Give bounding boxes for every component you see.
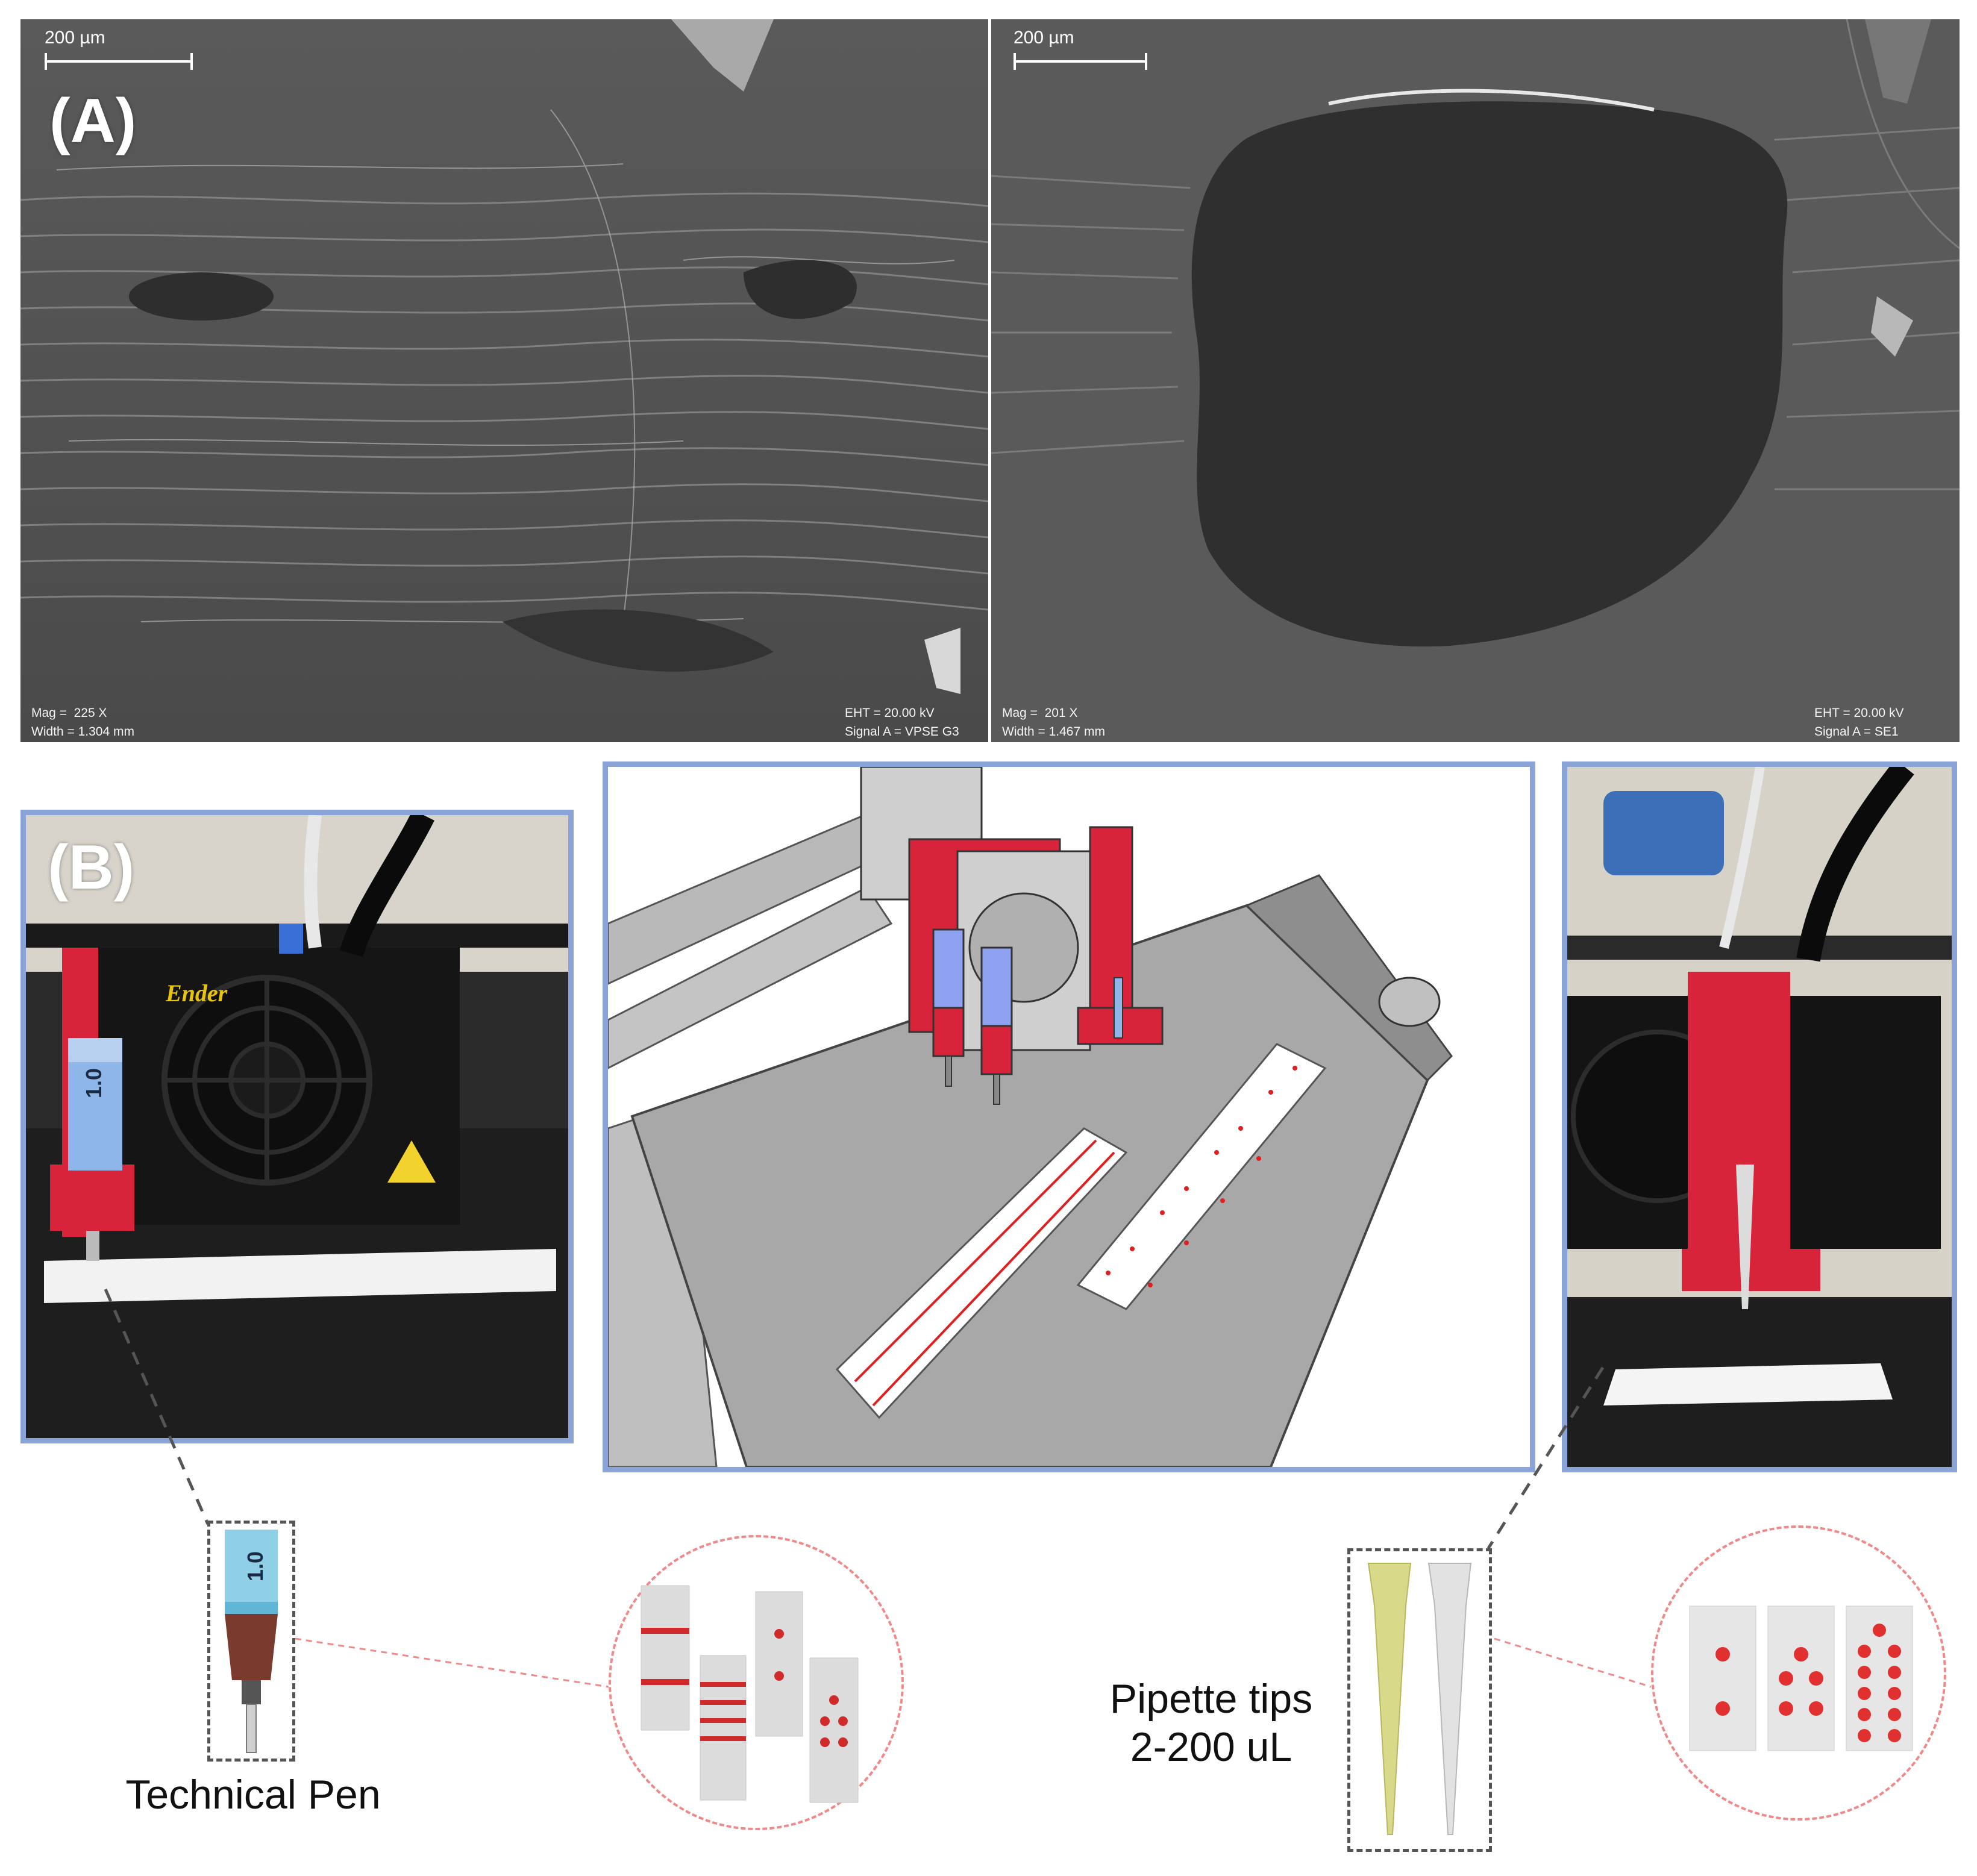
pen-pattern-strips [641,1585,859,1803]
pen-closeup-box: 1.0 [207,1521,295,1762]
scale-bar-label-left: 200 µm [45,28,105,48]
pipette-tips-icon [1367,1563,1472,1835]
panel-label-b: (B) [48,833,135,902]
pipette-closeup-box [1347,1548,1492,1852]
photo-pen-holder-illustration [26,815,568,1438]
pen-pattern-zoom [609,1535,904,1830]
sem-meta-right-signal: EHT = 20.00 kV Signal A = SE1 [1814,706,1904,739]
panel-label-a: (A) [49,86,137,156]
sem-meta-right-mag: Mag = 201 X Width = 1.467 mm [1002,706,1105,739]
sem-hole-texture-right [991,19,1960,742]
scale-bar-right [1014,53,1147,70]
scale-bar-left [45,53,193,70]
sem-image-right: 200 µm Mag = 201 X Width = 1.467 mm EHT … [991,19,1960,742]
pipette-pattern-zoom [1651,1525,1946,1821]
sem-fracture-texture-left [20,19,988,742]
sem-meta-left-mag: Mag = 225 X Width = 1.304 mm [31,706,134,739]
pipette-caption-line1: Pipette tips [1109,1676,1313,1722]
sem-image-left: 200 µm (A) Mag = 225 X Width = 1.304 mm … [20,19,988,742]
technical-pen-icon [225,1530,278,1753]
pipette-caption: Pipette tips 2-200 uL [1073,1675,1350,1771]
photo-pipette-holder-illustration [1567,767,1952,1467]
technical-pen-caption: Technical Pen [125,1772,381,1818]
cad-render [603,761,1535,1472]
pipette-pattern-strips [1689,1606,1913,1751]
scale-bar-label-right: 200 µm [1014,28,1074,48]
sem-meta-left-signal: EHT = 20.00 kV Signal A = VPSE G3 [845,706,959,739]
pen-closeup-size-text: 1.0 [243,1551,268,1582]
photo-pipette-holder [1562,761,1957,1472]
photo-pen-holder: (B) Ender 1.0 [20,810,574,1443]
cad-render-illustration [608,767,1530,1467]
brand-text: Ender [166,980,228,1007]
pipette-caption-line2: 2-200 uL [1130,1724,1292,1770]
